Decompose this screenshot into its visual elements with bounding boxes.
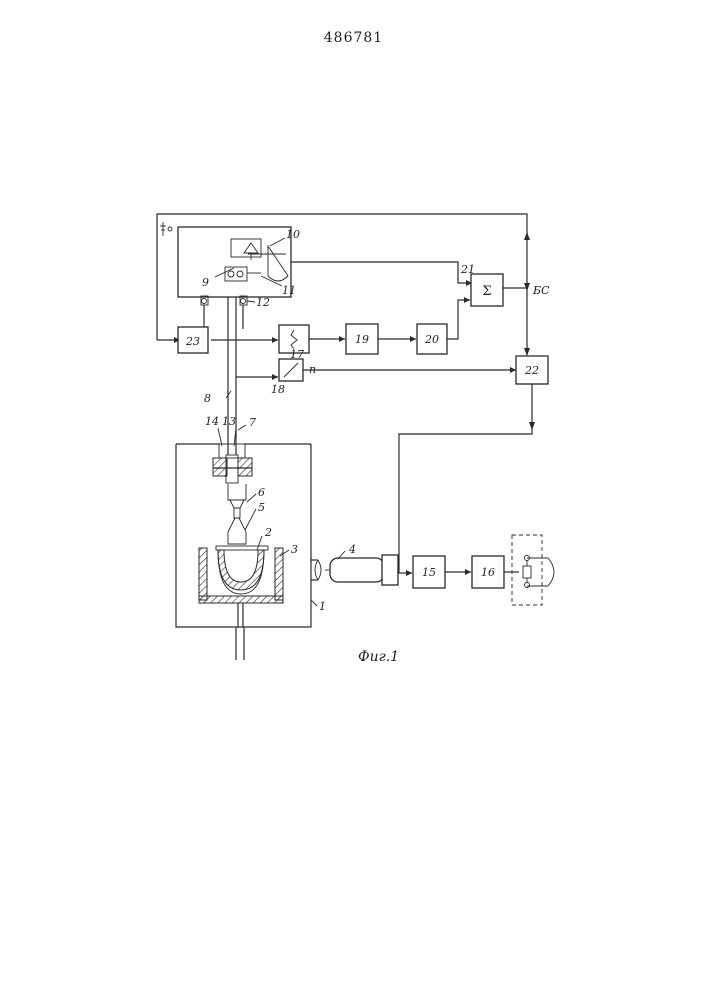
label-21: 21	[460, 263, 475, 276]
block-23-label: 23	[185, 335, 200, 348]
label-13: 13	[222, 415, 236, 428]
block-18	[279, 359, 303, 381]
rod-seal	[213, 444, 252, 483]
recorder	[512, 535, 554, 605]
block-22: 22	[516, 356, 548, 384]
label-17: 17	[290, 348, 304, 361]
label-bs: БС	[532, 284, 550, 297]
label-n: n	[309, 363, 316, 376]
sigma-label: Σ	[482, 284, 491, 299]
ground-symbol-icon	[160, 222, 172, 236]
growing-crystal	[228, 518, 246, 544]
label-2: 2	[264, 526, 272, 539]
block-23: 23	[178, 327, 208, 353]
label-7: 7	[249, 416, 256, 429]
block-20: 20	[417, 324, 447, 354]
block-16-label: 16	[481, 566, 495, 579]
weighing-unit	[178, 227, 291, 297]
block-19: 19	[346, 324, 378, 354]
block-15-label: 15	[422, 566, 436, 579]
block-15: 15	[413, 556, 445, 588]
label-18: 18	[271, 383, 285, 396]
label-9: 9	[202, 276, 209, 289]
label-12: 12	[256, 296, 270, 309]
pyrometer	[315, 555, 398, 585]
block-22-label: 22	[524, 364, 539, 377]
block-16: 16	[472, 556, 504, 588]
label-5: 5	[258, 501, 265, 514]
label-8: 8	[204, 392, 211, 405]
label-14: 14	[205, 415, 219, 428]
label-10: 10	[286, 228, 300, 241]
label-4: 4	[348, 543, 356, 556]
seed-holder	[228, 484, 246, 518]
crucible	[216, 546, 268, 594]
pull-rod	[226, 297, 236, 455]
label-11: 11	[282, 284, 296, 297]
heater	[199, 548, 283, 603]
label-6: 6	[258, 486, 265, 499]
summator-block: Σ	[471, 274, 503, 306]
label-1: 1	[319, 600, 326, 613]
figure-caption: Фиг.1	[358, 649, 399, 665]
label-3: 3	[291, 543, 298, 556]
block-19-label: 19	[355, 333, 369, 346]
block-20-label: 20	[424, 333, 439, 346]
